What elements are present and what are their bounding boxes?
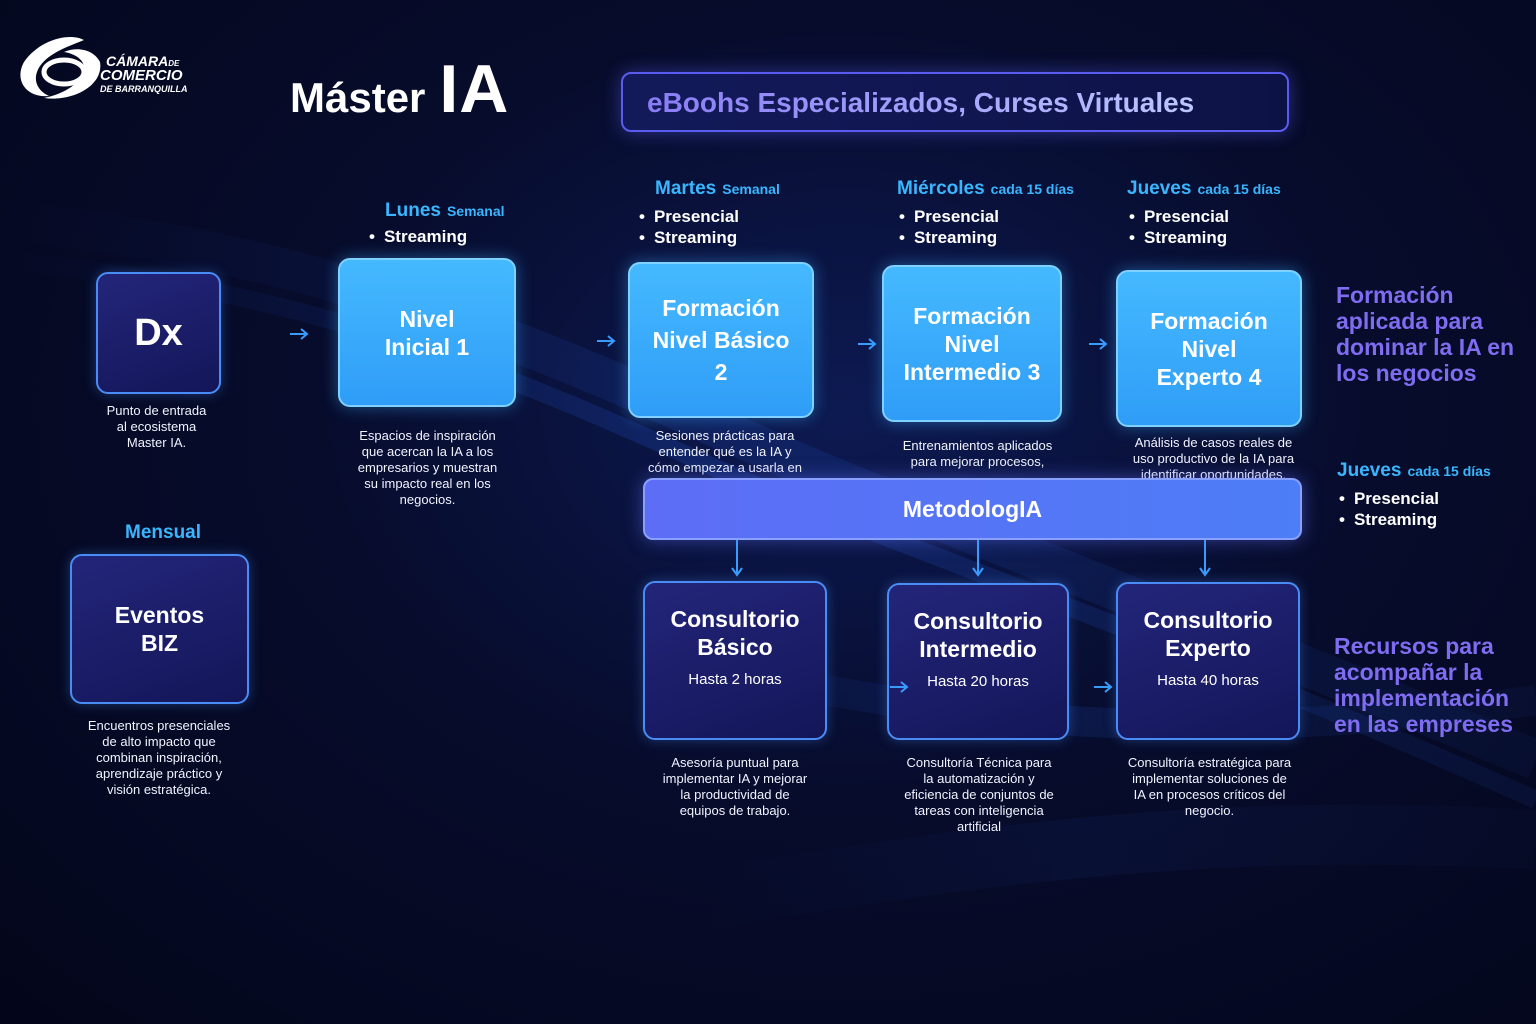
- consultorio-basico-hours: Hasta 2 horas: [688, 671, 782, 688]
- schedule-jueves: Jueves cada 15 días Presencial Streaming: [1127, 178, 1281, 248]
- schedule-frequency: cada 15 días: [990, 181, 1074, 197]
- formacion-basico-description: Sesiones prácticas para entender qué es …: [648, 428, 802, 475]
- logo-de: DE: [168, 59, 180, 68]
- consultorio-basico-description: Asesoría puntual para implementar IA y m…: [662, 755, 808, 818]
- schedule-item: Presencial: [637, 206, 780, 227]
- schedule-item: Streaming: [637, 227, 780, 248]
- formacion-experto-box[interactable]: Formación Nivel Experto 4: [1116, 270, 1302, 427]
- formacion-side-label: Formación aplicada para dominar la IA en…: [1336, 282, 1515, 386]
- page-title: Máster IA: [290, 50, 509, 128]
- ebooks-courses-label: eBoohs Especializados, Curses Virtuales: [647, 87, 1195, 118]
- schedule-item: Streaming: [1127, 227, 1281, 248]
- consultorio-basico-label: Consultorio Básico: [670, 606, 800, 660]
- dx-box[interactable]: Dx: [96, 272, 221, 394]
- consultorio-intermedio-box[interactable]: Consultorio Intermedio Hasta 20 horas: [887, 583, 1069, 740]
- consultorio-basico-box[interactable]: Consultorio Básico Hasta 2 horas: [643, 581, 827, 740]
- logo-line3: DE BARRANQUILLA: [100, 84, 188, 94]
- arrow-right-icon: [1089, 338, 1108, 350]
- recursos-side-label: Recursos para acompañar la implementació…: [1334, 633, 1514, 737]
- formacion-intermedio-box[interactable]: Formación Nivel Intermedio 3: [882, 265, 1062, 422]
- schedule-day: Jueves: [1337, 460, 1402, 481]
- schedule-item: Presencial: [1127, 206, 1281, 227]
- dx-label: Dx: [134, 312, 183, 354]
- formacion-intermedio-description: Entrenamientos aplicados para mejorar pr…: [902, 438, 1053, 469]
- schedule-day: Martes: [655, 178, 717, 199]
- arrow-right-icon: [890, 681, 909, 693]
- nivel-inicial-box[interactable]: Nivel Inicial 1: [338, 258, 516, 407]
- schedule-day: Jueves: [1127, 178, 1192, 199]
- nivel-inicial-label: Nivel Inicial 1: [384, 305, 470, 360]
- formacion-basico-box[interactable]: Formación Nivel Básico 2: [628, 262, 814, 418]
- title-part2: IA: [439, 51, 510, 127]
- schedule-day: Mensual: [125, 522, 202, 543]
- arrow-down-icon: [731, 540, 743, 577]
- eventos-biz-description: Encuentros presenciales de alto impacto …: [87, 718, 231, 797]
- arrow-down-icon: [972, 540, 984, 577]
- schedule-jueves-2: Jueves cada 15 días Presencial Streaming: [1337, 460, 1491, 530]
- eventos-biz-label: Eventos BIZ: [114, 602, 205, 656]
- arrow-right-icon: [290, 328, 309, 340]
- consultorio-intermedio-label: Consultorio Intermedio: [913, 608, 1043, 662]
- schedule-item: Presencial: [1337, 488, 1491, 509]
- metodologia-bar[interactable]: MetodologIA: [643, 478, 1302, 540]
- formacion-basico-label: Formación Nivel Básico 2: [652, 295, 790, 385]
- formacion-intermedio-label: Formación Nivel Intermedio 3: [903, 302, 1041, 385]
- schedule-day: Lunes: [385, 200, 441, 221]
- formacion-experto-label: Formación Nivel Experto 4: [1150, 307, 1268, 390]
- consultorio-experto-box[interactable]: Consultorio Experto Hasta 40 horas: [1116, 582, 1300, 740]
- consultorio-intermedio-description: Consultoría Técnica para la automatizaci…: [904, 755, 1054, 834]
- schedule-frequency: cada 15 días: [1407, 463, 1491, 479]
- arrow-right-icon: [858, 338, 877, 350]
- ebooks-courses-bar[interactable]: eBoohs Especializados, Curses Virtuales: [621, 72, 1289, 132]
- consultorio-experto-label: Consultorio Experto: [1143, 607, 1273, 661]
- schedule-frequency: Semanal: [722, 181, 780, 197]
- schedule-item: Streaming: [367, 226, 505, 247]
- schedule-frequency: cada 15 días: [1197, 181, 1281, 197]
- arrow-right-icon: [597, 335, 616, 347]
- schedule-item: Presencial: [897, 206, 1074, 227]
- consultorio-intermedio-hours: Hasta 20 horas: [927, 673, 1029, 690]
- arrow-down-icon: [1199, 540, 1211, 577]
- eventos-biz-box[interactable]: Eventos BIZ: [70, 554, 249, 704]
- schedule-miercoles: Miércoles cada 15 días Presencial Streami…: [897, 178, 1074, 248]
- logo-line2: COMERCIO: [100, 67, 183, 84]
- nivel-inicial-description: Espacios de inspiración que acercan la I…: [357, 428, 498, 507]
- consultorio-experto-hours: Hasta 40 horas: [1157, 672, 1259, 689]
- arrow-right-icon: [1094, 681, 1113, 693]
- schedule-item: Streaming: [1337, 509, 1491, 530]
- schedule-day: Miércoles: [897, 178, 985, 199]
- chamber-logo: CÁMARADE COMERCIO DE BARRANQUILLA: [14, 32, 194, 104]
- title-part1: Máster: [290, 74, 426, 121]
- metodologia-label: MetodologIA: [902, 495, 1043, 522]
- consultorio-experto-description: Consultoría estratégica para implementar…: [1127, 755, 1292, 818]
- formacion-experto-description: Análisis de casos reales de uso producti…: [1132, 435, 1295, 479]
- logo-mark-icon: [20, 36, 101, 99]
- schedule-item: Streaming: [897, 227, 1074, 248]
- schedule-frequency: Semanal: [446, 203, 505, 219]
- dx-description: Punto de entrada al ecosistema Master IA…: [106, 403, 207, 450]
- schedule-mensual: Mensual: [125, 522, 201, 544]
- logo-line1: CÁMARA: [106, 53, 169, 69]
